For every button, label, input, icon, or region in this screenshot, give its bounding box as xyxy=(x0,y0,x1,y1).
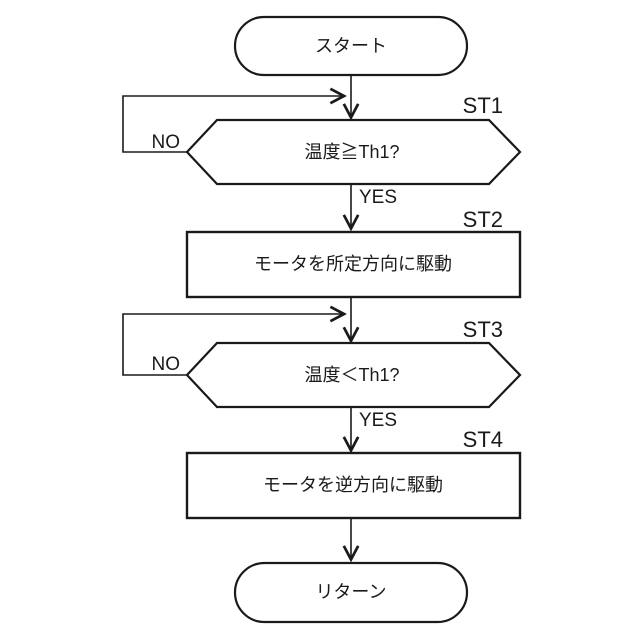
st1-decision xyxy=(185,118,522,186)
st3-yes-label: YES xyxy=(359,410,397,431)
st4-process-label: モータを逆方向に駆動 xyxy=(263,475,443,495)
st2-process xyxy=(185,230,522,299)
edge-st1-no-loop xyxy=(122,96,344,153)
start-terminal xyxy=(233,15,469,77)
st3-decision-label: 温度＜Th1? xyxy=(304,365,399,385)
st4-step-label: ST4 xyxy=(463,427,503,452)
start-terminal-label: スタート xyxy=(315,36,387,56)
st3-decision xyxy=(185,341,522,409)
st3-no-label: NO xyxy=(152,354,181,375)
st3-step-label: ST3 xyxy=(463,317,503,342)
end-terminal-label: リターン xyxy=(315,582,386,602)
st1-step-label: ST1 xyxy=(463,93,503,118)
st4-process xyxy=(185,451,522,520)
edge-st3-no-loop xyxy=(122,314,344,376)
end-terminal xyxy=(233,561,469,624)
st2-step-label: ST2 xyxy=(463,207,503,232)
st1-no-label: NO xyxy=(152,132,181,153)
st1-yes-label: YES xyxy=(359,187,397,208)
st2-process-label: モータを所定方向に駆動 xyxy=(254,254,452,274)
st1-decision-label: 温度≧Th1? xyxy=(304,142,399,162)
